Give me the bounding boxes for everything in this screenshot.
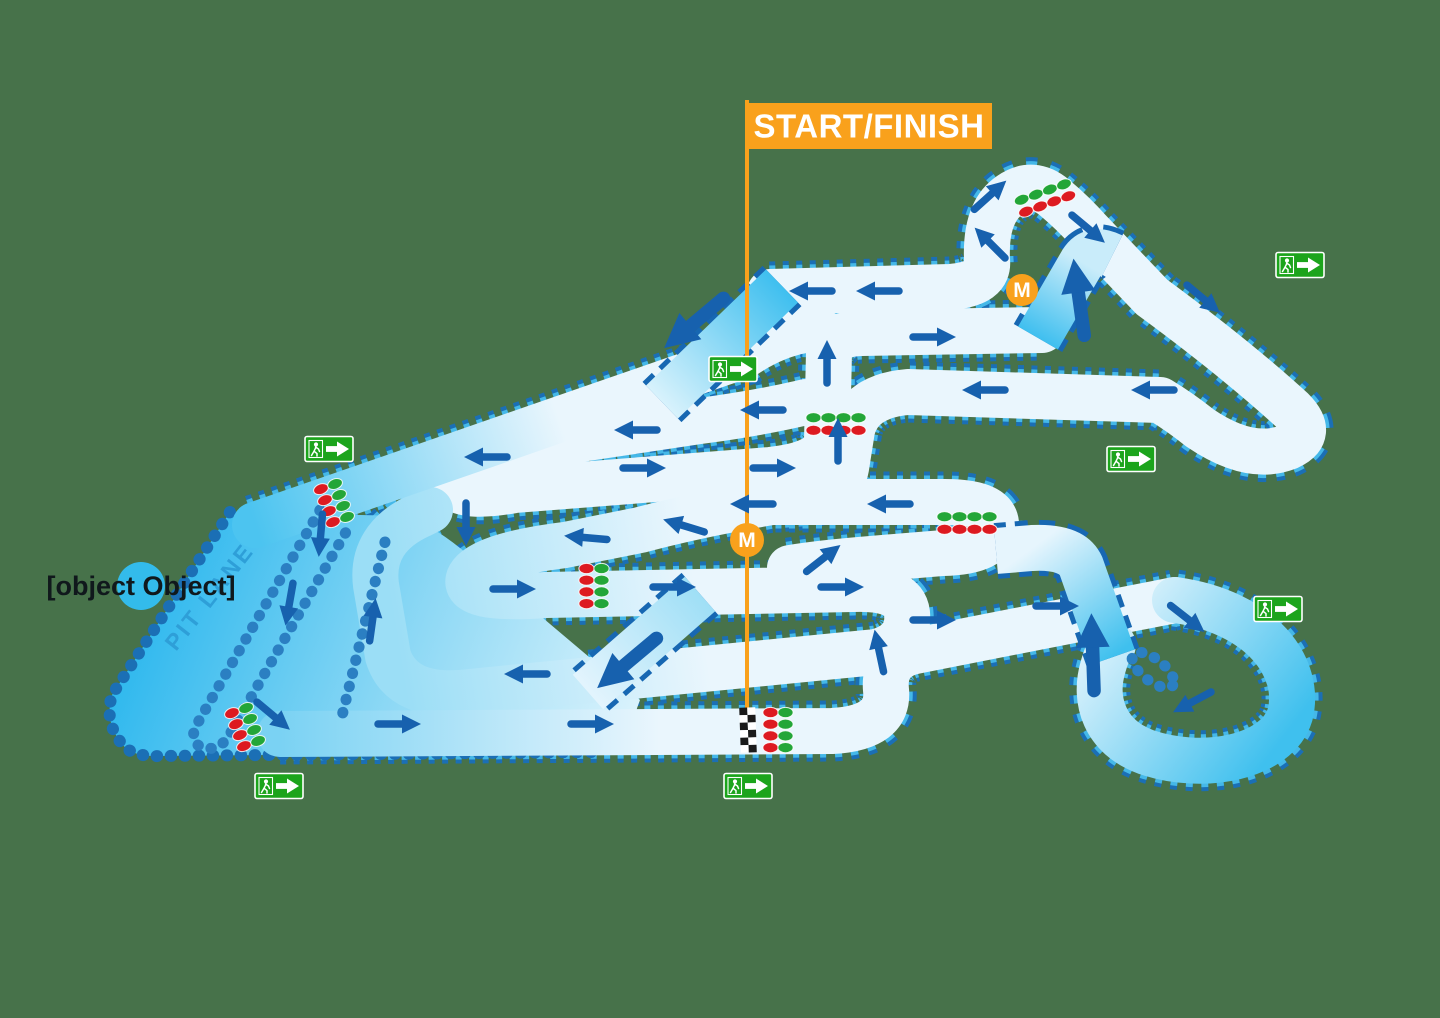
green-light xyxy=(250,735,266,747)
red-light xyxy=(578,586,595,598)
green-light xyxy=(339,511,355,523)
green-light xyxy=(936,511,953,523)
marshal-badge: M xyxy=(1006,274,1038,306)
green-light xyxy=(593,598,610,610)
race-control-label: [object Object] xyxy=(46,571,235,601)
pit-zone-edge xyxy=(103,506,598,763)
green-light xyxy=(850,412,867,424)
red-light xyxy=(578,598,595,610)
red-light xyxy=(762,706,779,719)
checker-cell xyxy=(747,722,756,730)
green-light xyxy=(1056,178,1072,191)
green-light xyxy=(966,511,983,523)
pit-island-divider xyxy=(336,536,391,722)
red-light xyxy=(578,574,595,586)
exit-sign xyxy=(1275,251,1325,279)
red-light xyxy=(762,730,779,742)
checker-cell xyxy=(748,729,757,738)
green-light xyxy=(593,586,610,598)
green-light xyxy=(238,702,254,714)
pit-island-hairpin xyxy=(188,504,356,754)
checker-cell xyxy=(739,707,748,716)
traffic-light xyxy=(1013,178,1077,218)
marshal-badge: M xyxy=(730,523,764,557)
marshal-circle xyxy=(1006,274,1038,306)
checker-cell xyxy=(739,722,748,731)
checker-cell xyxy=(748,737,757,745)
exit-sign xyxy=(254,772,304,800)
traffic-light xyxy=(224,702,266,753)
traffic-lights xyxy=(224,178,1077,754)
green-light xyxy=(777,742,794,754)
pit-lane-islands xyxy=(188,504,391,754)
start-finish-banner xyxy=(746,103,992,149)
red-light xyxy=(936,523,953,535)
marshal-label: M xyxy=(738,529,756,552)
red-light xyxy=(762,742,779,754)
red-light xyxy=(951,523,968,535)
green-light xyxy=(981,511,998,523)
green-light xyxy=(593,562,610,575)
checker-cell xyxy=(748,744,757,753)
green-light xyxy=(820,412,837,424)
checkered-strip xyxy=(739,707,757,753)
exit-sign xyxy=(1106,445,1156,473)
checker-cell xyxy=(740,744,749,753)
green-light xyxy=(805,412,822,424)
traffic-light xyxy=(578,562,610,610)
traffic-light xyxy=(936,511,998,535)
start-finish-label: START/FINISH xyxy=(754,108,985,145)
green-light xyxy=(242,713,258,725)
checker-cell xyxy=(747,714,756,723)
red-light xyxy=(850,424,867,436)
green-light xyxy=(331,489,347,501)
checker-cell xyxy=(740,730,749,738)
checker-cell xyxy=(739,715,748,723)
red-light xyxy=(966,523,983,535)
green-light xyxy=(327,478,343,490)
marshal-label: M xyxy=(1013,279,1031,302)
exit-sign xyxy=(708,355,758,383)
green-light xyxy=(951,511,968,523)
traffic-light xyxy=(313,478,355,529)
marshal-circle xyxy=(730,523,764,557)
checker-cell xyxy=(740,737,749,746)
checkered-start-line xyxy=(739,707,757,753)
loop-inner-island xyxy=(1126,646,1180,694)
red-light xyxy=(578,562,595,575)
red-light xyxy=(762,718,779,730)
green-light xyxy=(777,706,794,719)
exit-sign xyxy=(723,772,773,800)
exit-sign xyxy=(1253,595,1303,623)
red-light xyxy=(1060,190,1077,203)
race-control-badge: [object Object] xyxy=(46,562,236,610)
exit-sign xyxy=(304,435,354,463)
green-light xyxy=(593,574,610,586)
marshal-badges: MM xyxy=(730,274,1038,557)
checker-cell xyxy=(747,707,756,716)
green-light xyxy=(777,730,794,742)
green-light xyxy=(246,724,262,736)
green-light xyxy=(777,718,794,730)
traffic-light xyxy=(762,706,794,754)
red-light xyxy=(981,523,998,535)
green-light xyxy=(335,500,351,512)
red-light xyxy=(805,424,822,436)
